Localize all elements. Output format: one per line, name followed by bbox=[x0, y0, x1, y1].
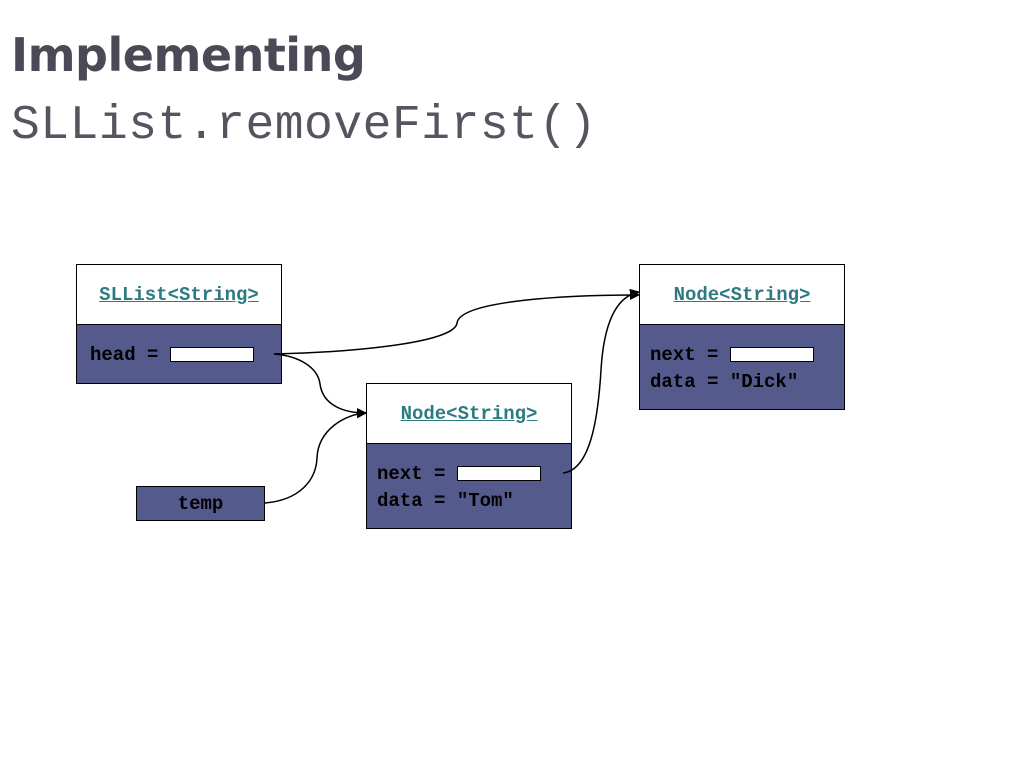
head-label: head = bbox=[90, 343, 170, 366]
temp-variable-box: temp bbox=[136, 486, 265, 521]
node-tom-next-pointer-slot bbox=[456, 466, 541, 481]
arrow-head-to-dick bbox=[273, 290, 640, 355]
node-dick-body: next = data = "Dick" bbox=[640, 325, 844, 409]
node-tom-body: next = data = "Tom" bbox=[367, 444, 571, 528]
node-tom-type-label: Node<String> bbox=[400, 402, 538, 425]
node-dick-box: Node<String> next = data = "Dick" bbox=[639, 264, 845, 410]
slide-title: Implementing bbox=[11, 28, 366, 82]
node-tom-box: Node<String> next = data = "Tom" bbox=[366, 383, 572, 529]
sllist-body: head = bbox=[77, 325, 281, 383]
slide-subtitle-code: SLList.removeFirst() bbox=[11, 99, 598, 153]
node-dick-header: Node<String> bbox=[640, 265, 844, 325]
node-tom-next-label: next = bbox=[377, 462, 457, 485]
node-tom-header: Node<String> bbox=[367, 384, 571, 444]
node-dick-next-label: next = bbox=[650, 343, 730, 366]
head-field: head = bbox=[90, 341, 281, 368]
node-dick-next-pointer-slot bbox=[729, 347, 814, 362]
node-tom-data-field: data = "Tom" bbox=[377, 487, 571, 514]
head-pointer-slot bbox=[169, 347, 254, 362]
node-tom-data-label: data = "Tom" bbox=[377, 489, 514, 512]
temp-label: temp bbox=[177, 492, 224, 515]
node-dick-data-label: data = "Dick" bbox=[650, 370, 799, 393]
arrow-tom-next-to-dick bbox=[562, 288, 640, 474]
node-dick-next-field: next = bbox=[650, 341, 844, 368]
sllist-type-label: SLList<String> bbox=[99, 283, 259, 306]
sllist-header: SLList<String> bbox=[77, 265, 281, 325]
sllist-box: SLList<String> head = bbox=[76, 264, 282, 384]
node-dick-type-label: Node<String> bbox=[673, 283, 811, 306]
arrow-temp-to-tom bbox=[264, 408, 367, 504]
node-tom-next-field: next = bbox=[377, 460, 571, 487]
node-dick-data-field: data = "Dick" bbox=[650, 368, 844, 395]
arrow-head-to-tom bbox=[273, 353, 367, 418]
